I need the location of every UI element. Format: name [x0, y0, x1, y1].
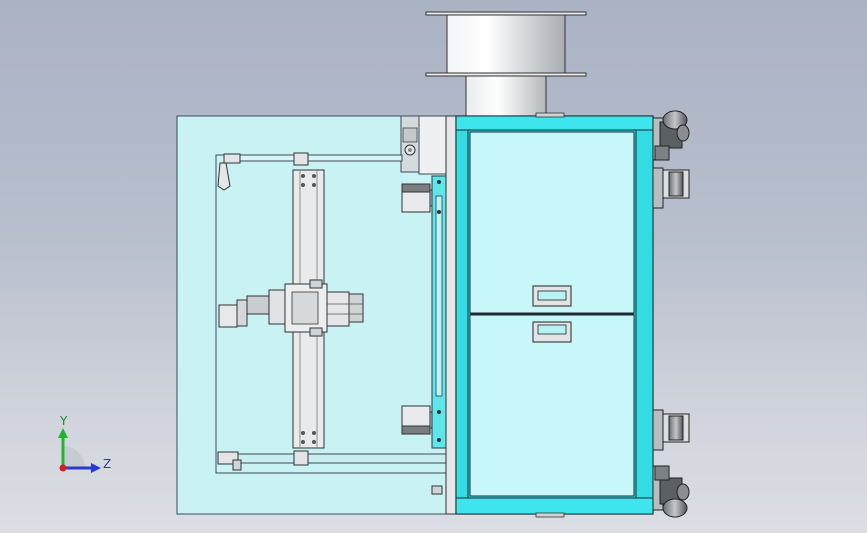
caster-wheel-icon — [662, 110, 688, 130]
head-inner — [291, 291, 319, 325]
cabinet-mount-plate — [445, 115, 457, 515]
motor-mount — [236, 299, 248, 327]
bracket-bolt-center — [408, 148, 412, 152]
lower-rod-clamp — [293, 450, 309, 466]
upper-rod — [227, 154, 403, 162]
triad-origin-icon — [59, 464, 67, 472]
upper-rod-end-left — [223, 153, 241, 164]
handle-grip — [537, 290, 567, 301]
beam-hole-icon — [301, 174, 305, 178]
cylinder-cap — [401, 183, 431, 193]
coupling — [246, 295, 270, 315]
handle-grip — [537, 324, 567, 335]
caster-hub-icon — [676, 124, 690, 142]
roller-housing — [326, 291, 350, 327]
beam-hole-icon — [312, 440, 316, 444]
guide-strip-inner — [435, 195, 443, 397]
strip-bolt-icon — [437, 210, 441, 214]
caster-wheel-icon — [668, 171, 684, 197]
exhaust-pipe — [465, 75, 547, 117]
cabinet-lower-panel — [469, 314, 635, 497]
roller-cap — [348, 293, 364, 323]
cabinet-bottom-rail — [455, 497, 654, 515]
head-bracket — [309, 327, 323, 337]
strip-bolt-icon — [437, 438, 441, 442]
sealing-head-assembly — [218, 279, 364, 337]
y-axis-label: Y — [59, 414, 68, 428]
z-arrowhead-icon — [91, 463, 101, 473]
caster-wheel-icon — [662, 498, 688, 518]
caster-lever — [654, 145, 670, 161]
caster-bracket — [652, 409, 664, 451]
lower-rod — [221, 453, 447, 464]
spool-drum — [446, 14, 566, 74]
cabinet-trim-left — [455, 115, 469, 515]
coordinate-triad: Y Z — [58, 414, 111, 473]
y-arrowhead-icon — [58, 428, 68, 438]
upper-handle-lever — [217, 162, 231, 191]
cabinet-top-tab — [535, 112, 565, 118]
upper-guide-rod — [217, 152, 403, 191]
cabinet-top-rail — [455, 115, 654, 131]
caster-lever — [654, 465, 670, 481]
caster-bottom-outer — [652, 465, 690, 518]
cylinder-cap — [401, 425, 431, 435]
beam-hole-icon — [301, 431, 305, 435]
beam-hole-icon — [312, 183, 316, 187]
cabinet-upper-panel — [469, 131, 635, 314]
cabinet-bottom-tab — [535, 512, 565, 518]
z-axis-label: Z — [103, 457, 111, 471]
upper-rod-clamp — [293, 152, 309, 166]
head-bracket — [309, 279, 323, 289]
strip-bolt-icon — [437, 180, 441, 184]
strip-pin — [431, 485, 443, 495]
caster-hub-icon — [676, 483, 690, 501]
lower-rod-stop — [232, 459, 242, 471]
beam-hole-icon — [301, 440, 305, 444]
bracket-plate — [402, 127, 418, 143]
caster-bracket — [652, 167, 664, 209]
cabinet-trim-right — [635, 115, 654, 515]
caster-bottom-inner — [652, 409, 690, 451]
caster-top-inner — [652, 167, 690, 209]
right-cabinet — [445, 112, 654, 518]
guide-strip — [431, 175, 447, 495]
top-spool — [425, 11, 587, 117]
beam-hole-icon — [301, 183, 305, 187]
motor-block — [218, 304, 238, 328]
caster-wheel-icon — [668, 415, 684, 441]
upper-door-handle[interactable] — [532, 285, 572, 307]
triad-origin-quarter — [63, 446, 85, 468]
lower-door-handle[interactable] — [532, 321, 572, 343]
frame-top-block — [418, 115, 448, 175]
frame-top-bracket — [400, 115, 420, 173]
beam-hole-icon — [312, 431, 316, 435]
caster-top-outer — [652, 110, 690, 161]
lower-guide-rod — [217, 450, 447, 471]
strip-bolt-icon — [437, 410, 441, 414]
beam-hole-icon — [312, 174, 316, 178]
